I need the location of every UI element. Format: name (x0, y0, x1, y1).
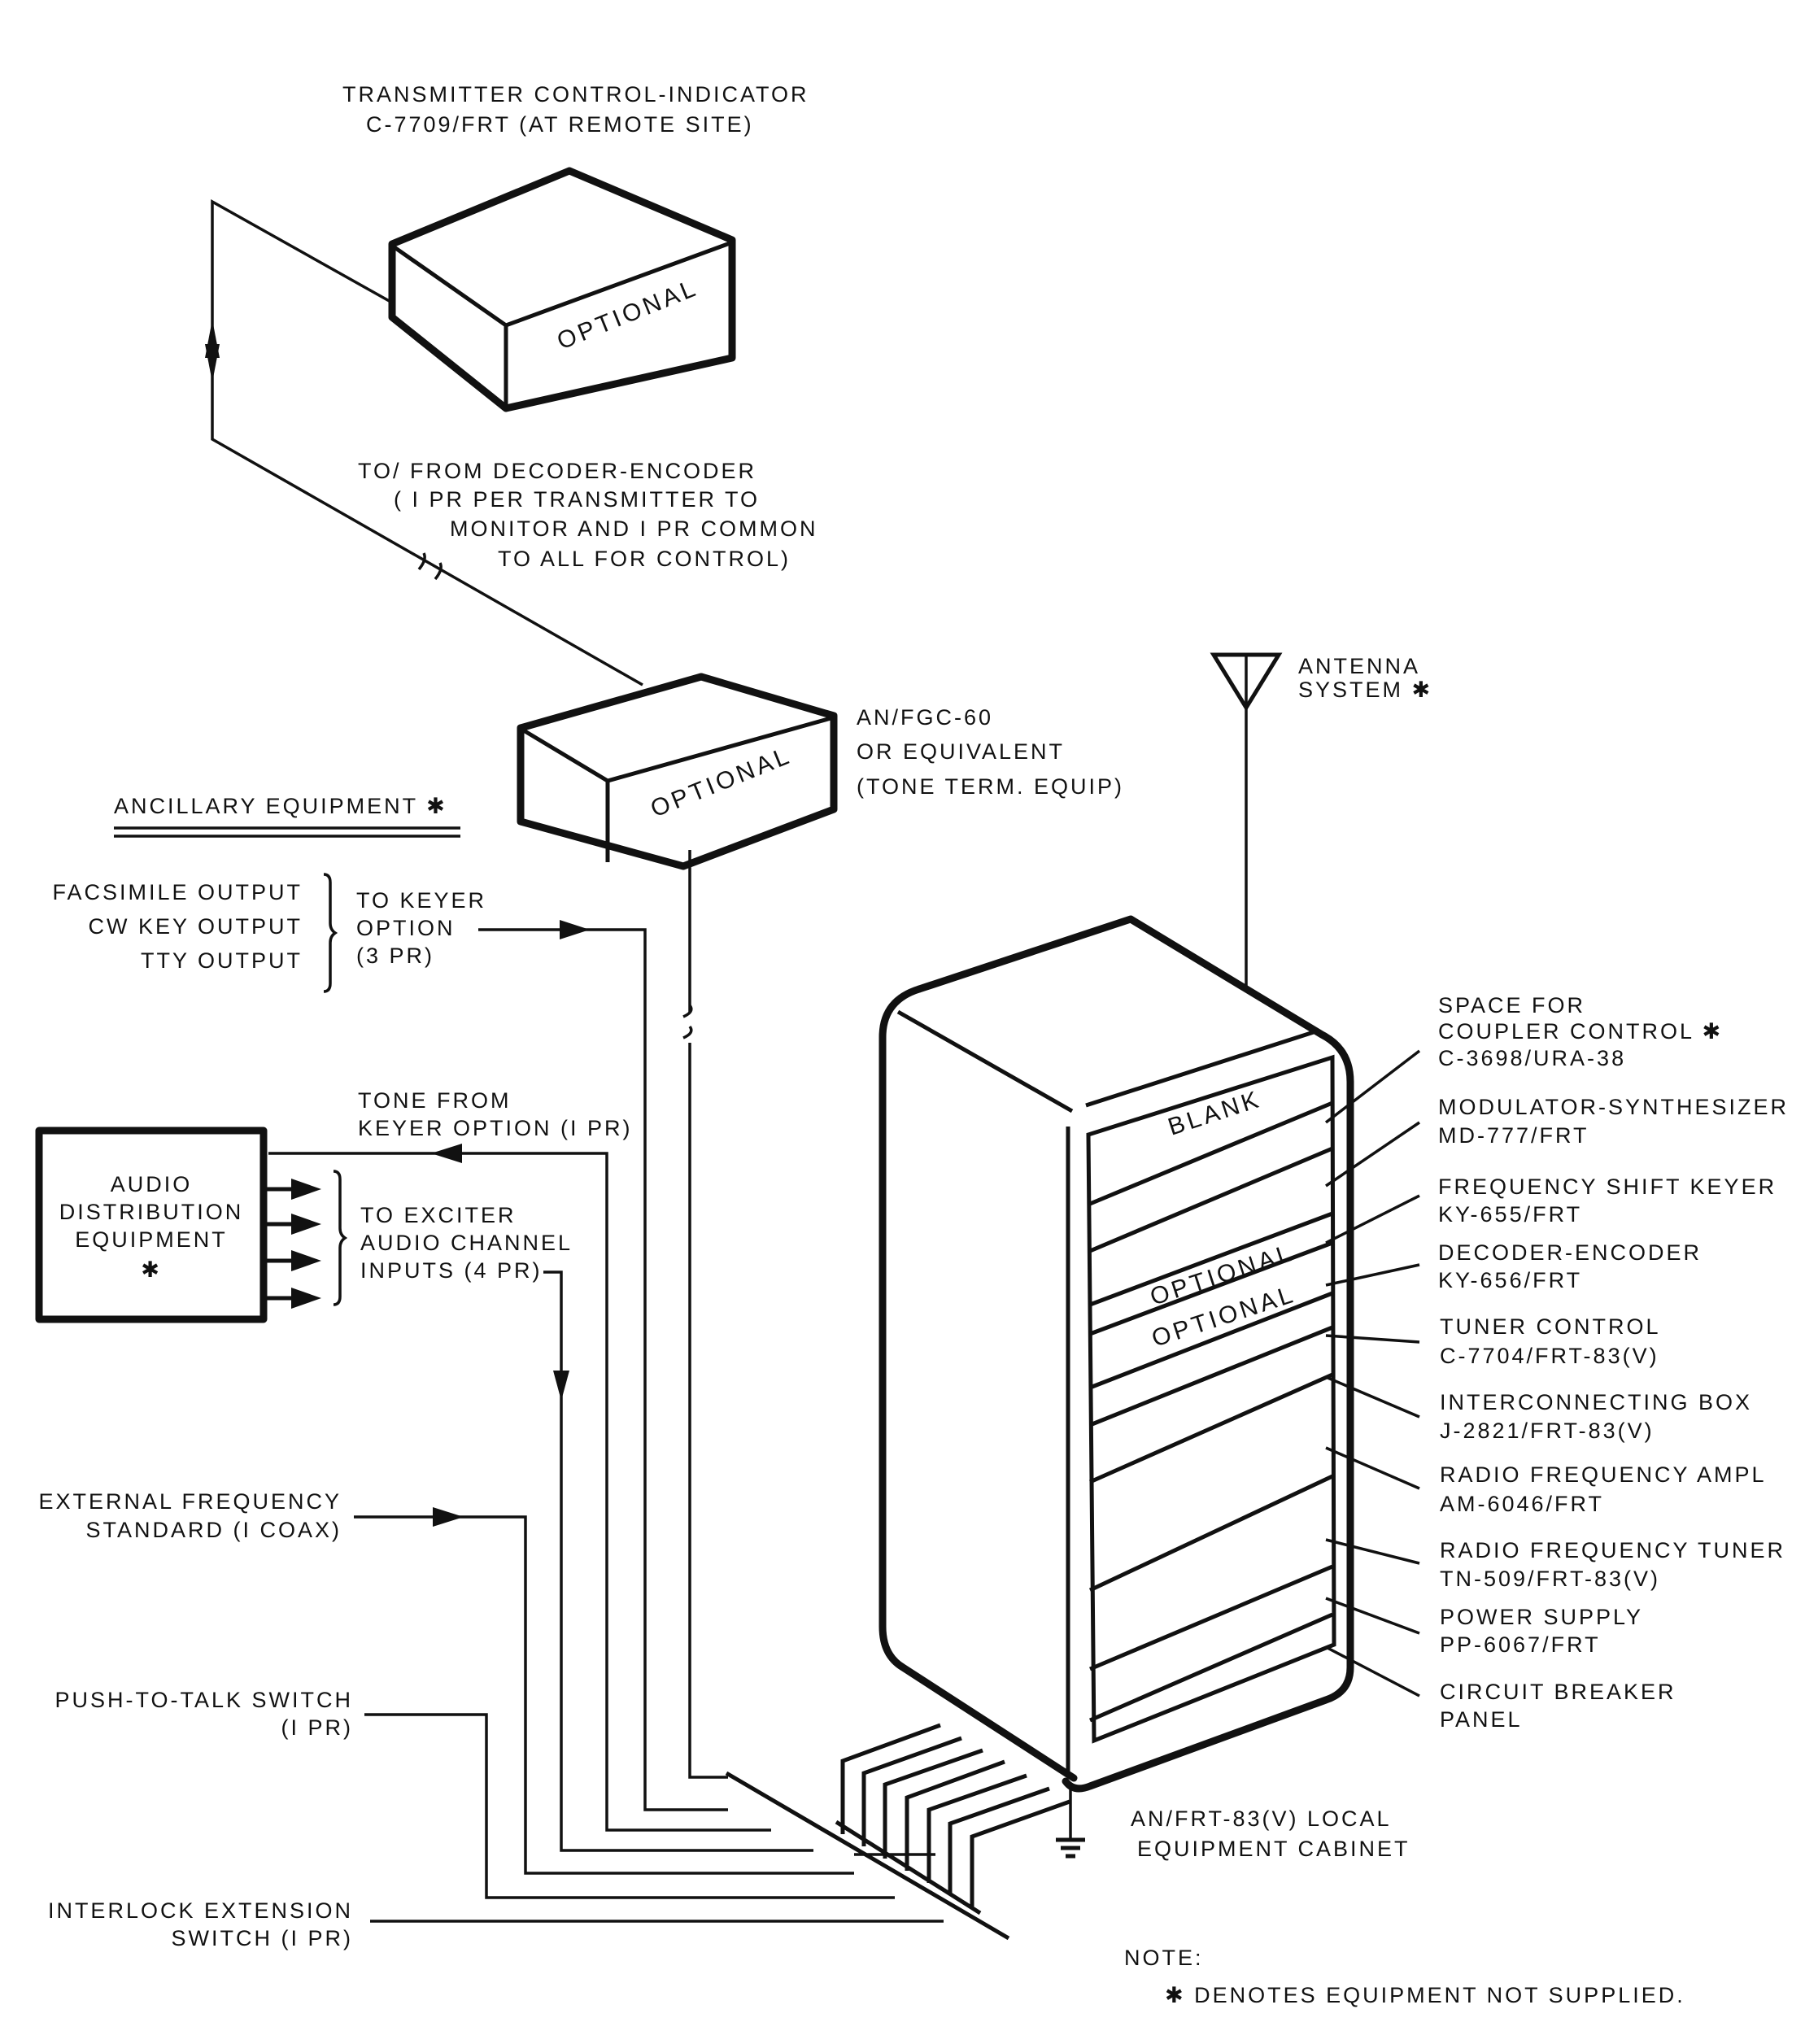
callout-rf-ampl-line1: RADIO FREQUENCY AMPL (1440, 1462, 1767, 1487)
antenna-system: ANTENNA SYSTEM ✱ (1210, 652, 1432, 1024)
audio-distribution-box (35, 1127, 268, 1323)
note: NOTE: ✱ DENOTES EQUIPMENT NOT SUPPLIED. (1124, 1946, 1685, 2007)
callout-modulator-line1: MODULATOR-SYNTHESIZER (1438, 1095, 1789, 1119)
keyer-dest-line2: OPTION (356, 916, 456, 940)
right-arrow-icon (560, 920, 590, 939)
callout-decoder-line1: DECODER-ENCODER (1438, 1240, 1702, 1265)
right-arrow-icon (291, 1250, 321, 1271)
audio-box-line1: AUDIO (111, 1172, 193, 1196)
keyer-input-tty: TTY OUTPUT (141, 948, 303, 973)
ptt-line2: (I PR) (281, 1715, 354, 1740)
remote-title-line1: TRANSMITTER CONTROL-INDICATOR (342, 82, 809, 107)
callout-rf-tuner-line2: TN-509/FRT-83(V) (1440, 1567, 1660, 1591)
keyer-input-cw-key: CW KEY OUTPUT (88, 914, 303, 939)
remote-link-line4: TO ALL FOR CONTROL) (498, 547, 791, 571)
tone-terminal-line2: OR EQUIVALENT (857, 739, 1065, 764)
exciter-dest-line1: TO EXCITER (360, 1203, 517, 1227)
callout-coupler-line2: COUPLER CONTROL ✱ (1438, 1019, 1723, 1044)
line-break-icon (682, 1004, 693, 1039)
ancillary-heading: ANCILLARY EQUIPMENT ✱ (114, 794, 447, 818)
callout-coupler-line3: C-3698/URA-38 (1438, 1046, 1626, 1070)
keyer-dest-line1: TO KEYER (356, 888, 486, 913)
note-heading: NOTE: (1124, 1946, 1204, 1970)
callout-tuner-control-line1: TUNER CONTROL (1440, 1314, 1661, 1339)
audio-box-line2: DISTRIBUTION (59, 1200, 244, 1224)
callout-power-supply-line1: POWER SUPPLY (1440, 1605, 1643, 1629)
right-arrow-icon (291, 1288, 321, 1309)
remote-link-line3: MONITOR AND I PR COMMON (450, 516, 818, 541)
tone-terminal: OPTIONAL AN/FGC-60 OR EQUIVALENT (TONE T… (517, 673, 1124, 1779)
cabinet-title-line2: EQUIPMENT CABINET (1137, 1837, 1410, 1861)
line-break-icon (417, 552, 443, 581)
down-arrow-icon (205, 344, 220, 382)
antenna-label-line2: SYSTEM ✱ (1298, 678, 1432, 702)
remote-link-line1: TO/ FROM DECODER-ENCODER (358, 459, 756, 483)
remote-title-line2: C-7709/FRT (AT REMOTE SITE) (366, 112, 754, 137)
right-arrow-icon (291, 1179, 321, 1200)
exciter-dest-line2: AUDIO CHANNEL (360, 1231, 573, 1255)
antenna-label-line1: ANTENNA (1298, 654, 1420, 678)
callout-fsk-line1: FREQUENCY SHIFT KEYER (1438, 1175, 1777, 1199)
callout-fsk-line2: KY-655/FRT (1438, 1202, 1582, 1227)
interlock-line1: INTERLOCK EXTENSION (48, 1898, 353, 1923)
brace-icon (333, 1170, 348, 1306)
exciter-dest-line3: INPUTS (4 PR) (360, 1258, 543, 1283)
ground-icon (1056, 1785, 1085, 1859)
cabinet-callouts: SPACE FOR COUPLER CONTROL ✱ C-3698/URA-3… (1438, 993, 1789, 1732)
tone-from-line1: TONE FROM (358, 1088, 512, 1113)
ext-freq-line1: EXTERNAL FREQUENCY (38, 1489, 342, 1514)
callout-rf-tuner-line1: RADIO FREQUENCY TUNER (1440, 1538, 1785, 1562)
panel-dividers (1088, 1100, 1334, 1723)
callout-rf-ampl-line2: AM-6046/FRT (1440, 1492, 1604, 1516)
tone-from-line2: KEYER OPTION (I PR) (358, 1116, 633, 1140)
brace-icon (323, 873, 338, 993)
cabinet-title-line1: AN/FRT-83(V) LOCAL (1131, 1806, 1392, 1831)
callout-decoder-line2: KY-656/FRT (1438, 1268, 1582, 1292)
callout-circuit-breaker-line2: PANEL (1440, 1707, 1523, 1732)
remote-box (388, 167, 736, 412)
callout-interconnect-line2: J-2821/FRT-83(V) (1440, 1419, 1655, 1443)
ancillary-equipment: ANCILLARY EQUIPMENT ✱ FACSIMILE OUTPUT C… (35, 794, 1010, 1950)
callout-coupler-line1: SPACE FOR (1438, 993, 1585, 1018)
audio-box-line4: ✱ (141, 1257, 162, 1282)
callout-circuit-breaker-line1: CIRCUIT BREAKER (1440, 1680, 1676, 1704)
cabinet-cable-harness (835, 1723, 1070, 1915)
audio-box-line3: EQUIPMENT (75, 1227, 228, 1252)
ext-freq-line2: STANDARD (I COAX) (85, 1518, 342, 1542)
right-arrow-icon (433, 1507, 464, 1527)
remote-link-line2: ( I PR PER TRANSMITTER TO (394, 487, 760, 512)
keyer-input-facsimile: FACSIMILE OUTPUT (52, 880, 303, 904)
right-arrow-icon (291, 1214, 321, 1235)
remote-link-wiring (205, 199, 643, 686)
callout-leaders (1324, 1049, 1421, 1698)
callout-power-supply-line2: PP-6067/FRT (1440, 1632, 1601, 1657)
tone-terminal-box (517, 673, 838, 870)
callout-modulator-line2: MD-777/FRT (1438, 1123, 1589, 1148)
callout-tuner-control-line2: C-7704/FRT-83(V) (1440, 1344, 1659, 1368)
tone-terminal-line3: (TONE TERM. EQUIP) (857, 774, 1124, 799)
down-arrow-icon (553, 1371, 569, 1401)
remote-control-indicator: TRANSMITTER CONTROL-INDICATOR C-7709/FRT… (205, 82, 818, 686)
callout-interconnect-line1: INTERCONNECTING BOX (1440, 1390, 1752, 1414)
keyer-dest-line3: (3 PR) (356, 944, 434, 968)
tone-terminal-line1: AN/FGC-60 (857, 705, 993, 730)
ptt-line1: PUSH-TO-TALK SWITCH (54, 1688, 353, 1712)
note-text: ✱ DENOTES EQUIPMENT NOT SUPPLIED. (1165, 1983, 1685, 2007)
audio-output-arrows (264, 1179, 321, 1309)
equipment-cabinet: BLANK OPTIONAL OPTIONAL AN/FRT-83(V) LOC… (835, 915, 1789, 1915)
interlock-line2: SWITCH (I PR) (172, 1926, 353, 1950)
left-arrow-icon (431, 1144, 462, 1163)
